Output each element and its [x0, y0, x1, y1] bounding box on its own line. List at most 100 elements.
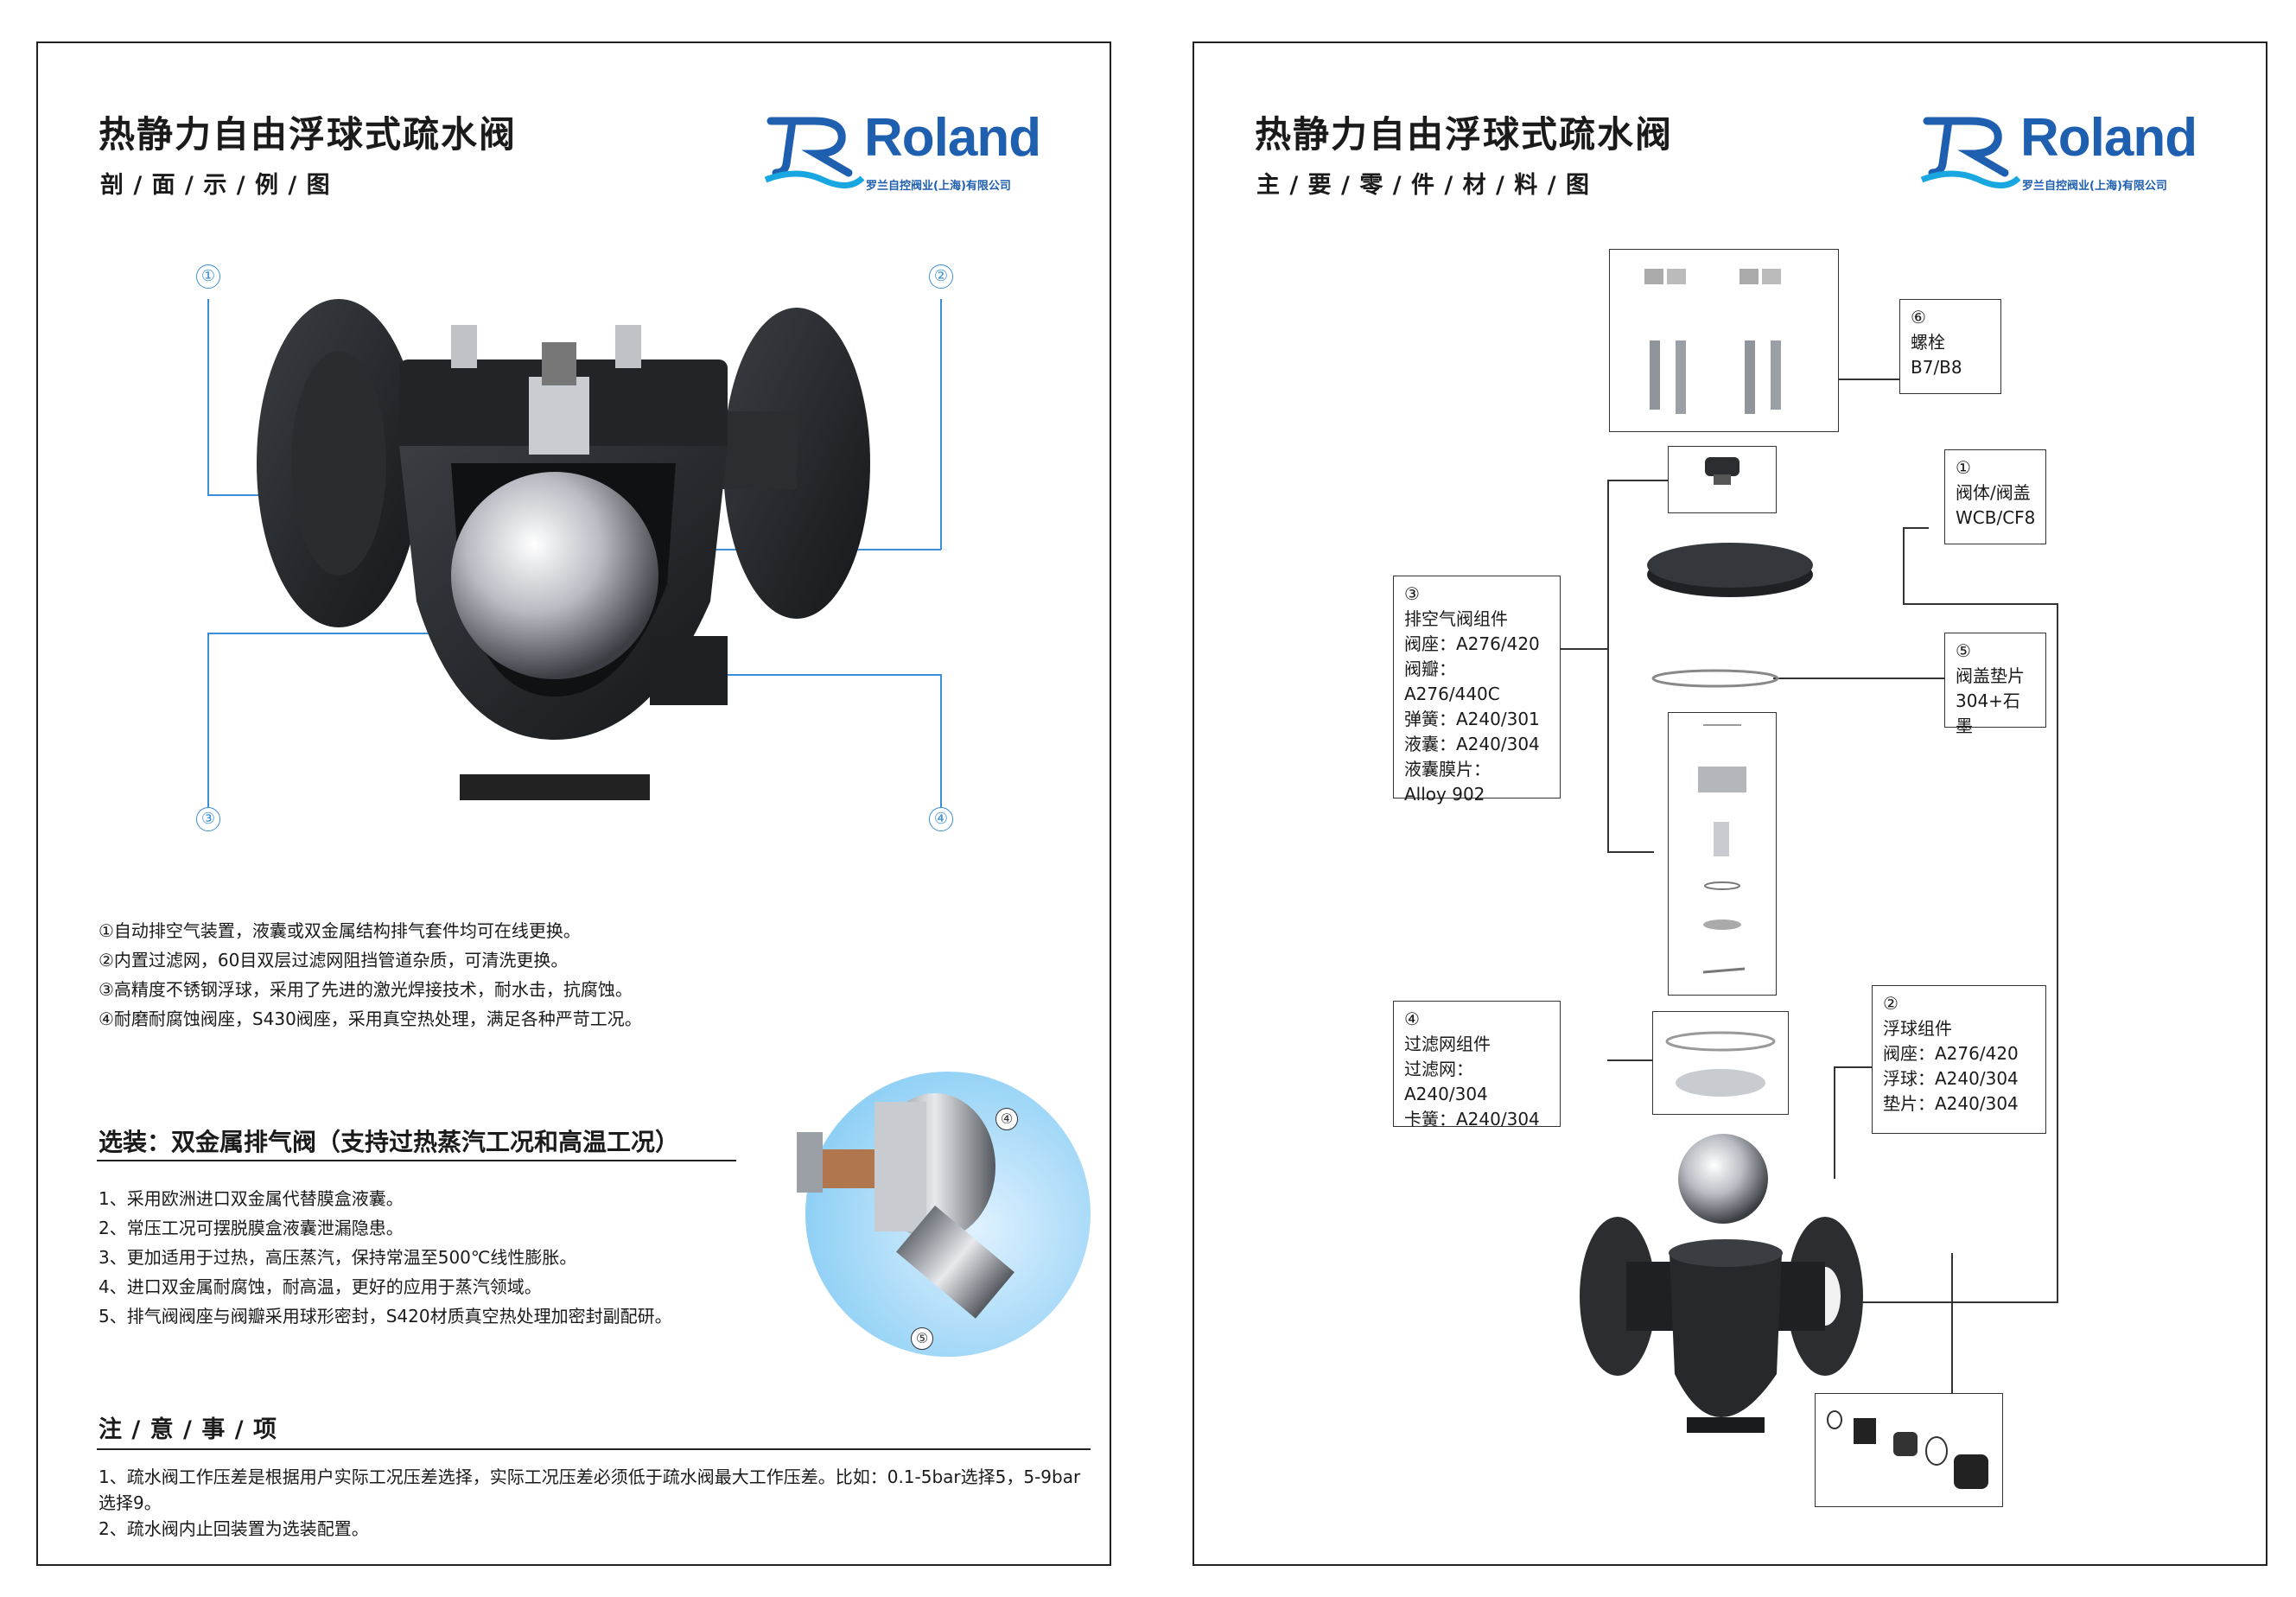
vent-parts-illustration: [1698, 724, 1746, 974]
wire-gasket: [1773, 678, 1946, 679]
feature-item: ①自动排空气装置，液囊或双金属结构排气套件均可在线更换。: [99, 920, 581, 941]
part-line: 304+石墨: [1956, 690, 2020, 736]
part-line: 阀瓣：A276/440C: [1404, 659, 1500, 704]
part-line: 阀体/阀盖: [1956, 482, 2031, 503]
part-label-bolt: ⑥ 螺栓 B7/B8: [1899, 299, 2001, 394]
plug-parts-illustration: [1827, 1410, 1988, 1489]
option-item: 1、采用欧洲进口双金属代替膜盒液囊。: [99, 1188, 404, 1209]
part-line: WCB/CF8: [1956, 507, 2036, 528]
wire-body-bottom: [1851, 1301, 2058, 1303]
wire-body-down: [2057, 603, 2058, 1303]
gasket-illustration: [1651, 669, 1779, 688]
logo-brand: Roland: [2020, 108, 2197, 168]
page-title: 热静力自由浮球式疏水阀: [99, 113, 518, 156]
wire-body-h: [1903, 527, 1929, 529]
part-line: 阀座：A276/420: [1883, 1043, 2019, 1064]
strainer-image-box: [1652, 1011, 1789, 1115]
roland-logo: Roland 罗兰自控阀业(上海)有限公司: [1918, 104, 2212, 199]
part-line: 液囊膜片：: [1404, 759, 1491, 779]
part-line: 垫片：A240/304: [1883, 1093, 2019, 1114]
part-label-body: ① 阀体/阀盖 WCB/CF8: [1944, 449, 2046, 544]
callout-3: ③: [196, 807, 220, 831]
part-line: 阀盖垫片: [1956, 665, 2025, 686]
wire-vent-bottom: [1607, 851, 1654, 853]
roland-logo: Roland 罗兰自控阀业(上海)有限公司: [762, 104, 1056, 199]
notice-item: 1、疏水阀工作压差是根据用户实际工况压差选择，实际工况压差必须低于疏水阀最大工作…: [99, 1467, 1081, 1513]
page-right: 热静力自由浮球式疏水阀 主 / 要 / 零 / 件 / 材 / 料 / 图 Ro…: [1193, 41, 2267, 1566]
callout-line-2: [940, 299, 942, 550]
callout-2: ②: [929, 264, 953, 289]
logo-company: 罗兰自控阀业(上海)有限公司: [866, 180, 1011, 193]
callout-line-4: [940, 674, 942, 812]
option-callout-4: ④: [995, 1108, 1018, 1130]
valve-cutaway-illustration: [257, 299, 870, 800]
cap-image-box: [1668, 446, 1777, 513]
roland-logo-icon: [764, 117, 864, 188]
part-number: ⑥: [1911, 307, 1926, 328]
page-title: 热静力自由浮球式疏水阀: [1255, 113, 1674, 156]
notice-item: 2、疏水阀内止回装置为选装配置。: [99, 1518, 369, 1539]
part-line: 浮球：A240/304: [1883, 1068, 2019, 1089]
wire-bolt: [1837, 379, 1899, 380]
part-line: 排空气阀组件: [1404, 608, 1508, 629]
option-callout-5: ⑤: [911, 1327, 933, 1350]
logo-brand: Roland: [864, 108, 1041, 168]
part-line: B7/B8: [1911, 357, 1962, 378]
part-line: 螺栓: [1911, 332, 1945, 353]
page-subtitle: 主 / 要 / 零 / 件 / 材 / 料 / 图: [1256, 172, 1590, 199]
option-item: 4、进口双金属耐腐蚀，耐高温，更好的应用于蒸汽领域。: [99, 1276, 542, 1297]
callout-line-4h: [712, 674, 941, 676]
part-line: 卡簧：A240/304: [1404, 1109, 1540, 1129]
callout-line-3h: [207, 633, 579, 634]
part-label-float: ② 浮球组件 阀座：A276/420 浮球：A240/304 垫片：A240/3…: [1872, 985, 2046, 1134]
logo-company: 罗兰自控阀业(上海)有限公司: [2022, 180, 2167, 193]
option-list: 1、采用欧洲进口双金属代替膜盒液囊。 2、常压工况可摆脱膜盒液囊泄漏隐患。 3、…: [99, 1184, 672, 1331]
part-line: 阀座：A276/420: [1404, 633, 1540, 654]
wire-vent-label: [1561, 648, 1607, 650]
bolts-illustration: [1644, 269, 1781, 414]
part-line: 弹簧：A240/301: [1404, 709, 1540, 729]
vent-image-box: [1668, 712, 1777, 996]
callout-1: ①: [196, 264, 220, 289]
roland-logo-icon: [1920, 117, 2020, 188]
part-number: ②: [1883, 993, 1898, 1014]
feature-item: ④耐磨耐腐蚀阀座，S430阀座，采用真空热处理，满足各种严苛工况。: [99, 1008, 642, 1029]
part-number: ④: [1404, 1008, 1420, 1029]
part-number: ③: [1404, 583, 1420, 604]
part-number: ①: [1956, 457, 1971, 478]
part-line: 过滤网：A240/304: [1404, 1059, 1488, 1104]
callout-line-1: [207, 299, 209, 496]
wire-body: [1903, 527, 1905, 605]
wire-float-v: [1834, 1066, 1835, 1179]
notice-list: 1、疏水阀工作压差是根据用户实际工况压差选择，实际工况压差必须低于疏水阀最大工作…: [99, 1464, 1092, 1542]
wire-vent-v: [1607, 480, 1609, 851]
bimetal-vent-illustration: [797, 1072, 1091, 1357]
cover-flange-illustration: [1647, 543, 1813, 597]
part-label-vent: ③ 排空气阀组件 阀座：A276/420 阀瓣：A276/440C 弹簧：A24…: [1393, 576, 1561, 805]
part-line: 液囊：A240/304: [1404, 734, 1540, 754]
callout-4: ④: [929, 807, 953, 831]
part-label-gasket: ⑤ 阀盖垫片 304+石墨: [1944, 633, 2046, 736]
page-subtitle: 剖 / 面 / 示 / 例 / 图: [100, 172, 331, 199]
option-item: 5、排气阀阀座与阀瓣采用球形密封，S420材质真空热处理加密封副配研。: [99, 1306, 672, 1327]
strainer-illustration: [1665, 1031, 1776, 1097]
callout-line-3: [207, 633, 209, 814]
feature-item: ③高精度不锈钢浮球，采用了先进的激光焊接技术，耐水击，抗腐蚀。: [99, 979, 633, 1000]
part-line: 浮球组件: [1883, 1018, 1952, 1039]
feature-list: ①自动排空气装置，液囊或双金属结构排气套件均可在线更换。 ②内置过滤网，60目双…: [99, 916, 642, 1034]
part-label-strainer: ④ 过滤网组件 过滤网：A240/304 卡簧：A240/304: [1393, 1001, 1561, 1129]
part-line: Alloy 902: [1404, 784, 1485, 805]
notice-title: 注 / 意 / 事 / 项: [99, 1416, 277, 1443]
wire-body-flange: [1903, 603, 2058, 605]
part-line: 过滤网组件: [1404, 1034, 1491, 1054]
feature-item: ②内置过滤网，60目双层过滤网阻挡管道杂质，可清洗更换。: [99, 950, 569, 970]
part-number: ⑤: [1956, 640, 1971, 661]
notice-divider: [97, 1448, 1091, 1450]
option-item: 2、常压工况可摆脱膜盒液囊泄漏隐患。: [99, 1218, 404, 1238]
wire-plug: [1951, 1253, 1953, 1393]
plug-image-box: [1815, 1393, 2003, 1507]
option-title: 选装：双金属排气阀（支持过热蒸汽工况和高温工况）: [99, 1128, 680, 1156]
float-ball-illustration: [1678, 1134, 1768, 1224]
bolt-image-box: [1609, 249, 1839, 432]
page-left: 热静力自由浮球式疏水阀 剖 / 面 / 示 / 例 / 图 Roland 罗兰自…: [36, 41, 1111, 1566]
